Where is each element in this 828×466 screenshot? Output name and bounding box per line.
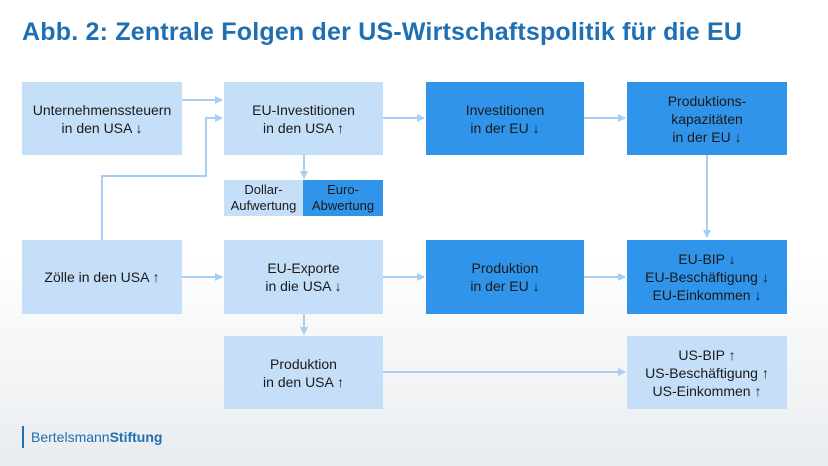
node-text: Investitionen xyxy=(465,101,545,118)
node-investitionen-eu: Investitionen in der EU ↓ xyxy=(426,82,584,155)
node-unternehmenssteuern: Unternehmenssteuern in den USA ↓ xyxy=(22,82,182,155)
node-produktion-eu: Produktion in der EU ↓ xyxy=(426,240,584,314)
node-produktionskapazitaeten: Produktions- kapazitäten in der EU ↓ xyxy=(627,82,787,155)
node-euro-abwertung: Euro- Abwertung xyxy=(303,180,383,216)
page-title: Abb. 2: Zentrale Folgen der US-Wirtschaf… xyxy=(22,18,743,46)
node-eu-outcomes: EU-BIP ↓ EU-Beschäftigung ↓ EU-Einkommen… xyxy=(627,240,787,314)
node-text: EU-Beschäftigung ↓ xyxy=(645,269,769,285)
node-eu-exporte: EU-Exporte in die USA ↓ xyxy=(224,240,383,314)
node-eu-investitionen-usa: EU-Investitionen in den USA ↑ xyxy=(224,82,383,155)
node-text: in der EU ↓ xyxy=(470,278,540,294)
node-text: EU-Exporte xyxy=(267,260,340,276)
node-text: Abwertung xyxy=(311,198,375,213)
brand-name-part2: Stiftung xyxy=(109,429,163,445)
node-text: Unternehmenssteuern xyxy=(32,101,172,118)
node-text: Zölle in den USA ↑ xyxy=(44,269,160,285)
node-text: Euro- xyxy=(327,182,359,197)
node-text: Dollar- xyxy=(244,182,283,197)
node-text: US-BIP ↑ xyxy=(678,346,736,363)
node-dollar-aufwertung: Dollar- Aufwertung xyxy=(224,180,303,216)
arrow-zoelle-to-investitionen-usa xyxy=(101,114,223,240)
node-text: US-Einkommen ↑ xyxy=(652,382,762,399)
node-text: Aufwertung xyxy=(230,198,297,213)
node-text: in den USA ↓ xyxy=(61,119,143,136)
node-text: in den USA ↑ xyxy=(263,119,344,136)
node-text: Produktion xyxy=(270,355,337,372)
node-produktion-usa: Produktion in den USA ↑ xyxy=(224,336,383,409)
node-us-outcomes: US-BIP ↑ US-Beschäftigung ↑ US-Einkommen… xyxy=(627,336,787,409)
node-text: Produktion xyxy=(471,260,539,276)
node-text: US-Beschäftigung ↑ xyxy=(645,364,769,381)
node-text: Produktions- xyxy=(667,92,747,109)
node-text: in der EU ↓ xyxy=(672,128,742,145)
node-text: EU-Investitionen xyxy=(252,101,355,118)
node-text: kapazitäten xyxy=(671,110,743,127)
node-text: in den USA ↑ xyxy=(263,373,344,390)
brand-logo: BertelsmannStiftung xyxy=(22,426,162,448)
node-text: in der EU ↓ xyxy=(470,119,540,136)
node-zoelle: Zölle in den USA ↑ xyxy=(22,240,182,314)
node-text: EU-BIP ↓ xyxy=(678,251,736,267)
brand-name-part1: Bertelsmann xyxy=(31,429,110,445)
node-text: in die USA ↓ xyxy=(265,278,342,294)
node-text: EU-Einkommen ↓ xyxy=(652,287,762,303)
